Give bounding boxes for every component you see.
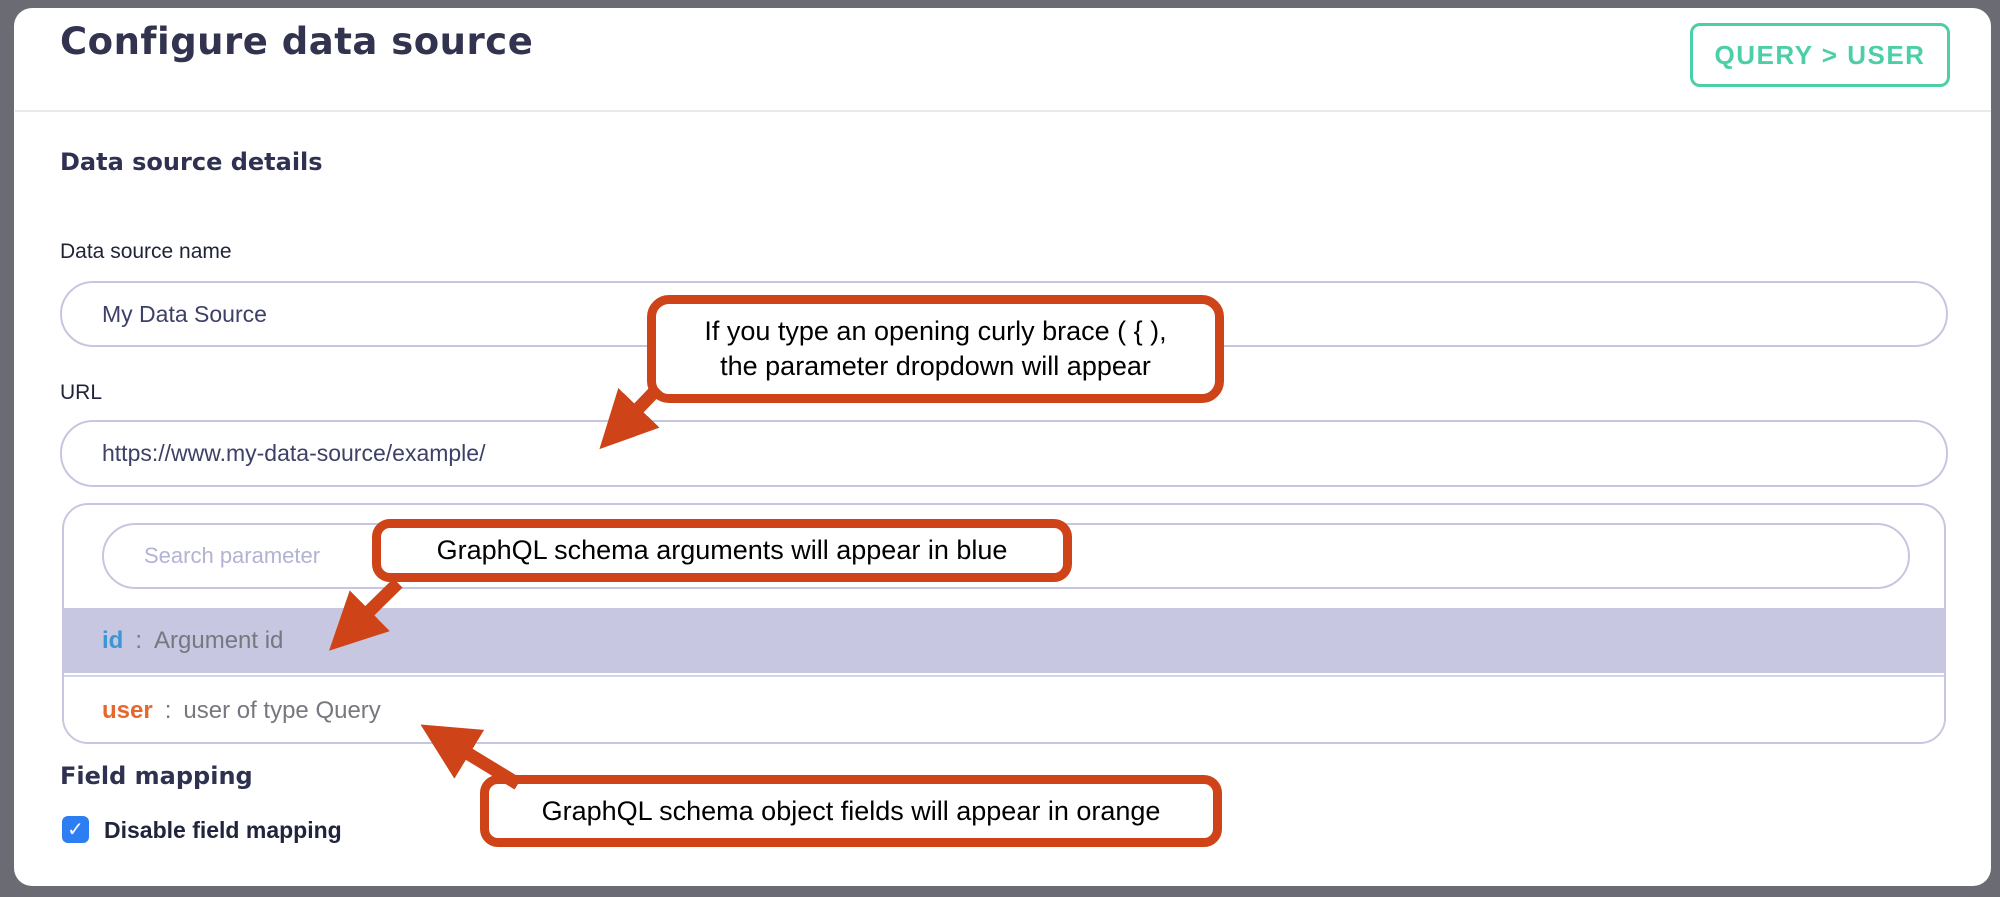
annotation-line: GraphQL schema arguments will appear in … [436, 535, 1008, 565]
header-divider [15, 110, 1991, 112]
disable-field-mapping-label: Disable field mapping [104, 817, 342, 843]
url-label: URL [60, 381, 103, 404]
annotation-line: If you type an opening curly brace ( { )… [704, 316, 1167, 346]
annotation-callout-orange-fields: GraphQL schema object fields will appear… [480, 775, 1222, 847]
parameter-dropdown: id : Argument id user : user of type Que… [62, 503, 1946, 744]
dropdown-option-user[interactable]: user : user of type Query [64, 675, 1944, 742]
dropdown-option-id[interactable]: id : Argument id [64, 608, 1944, 673]
annotation-callout-curly-brace: If you type an opening curly brace ( { )… [647, 295, 1224, 403]
query-user-badge: QUERY > USER [1690, 23, 1950, 87]
page-title: Configure data source [60, 20, 534, 63]
check-icon: ✓ [67, 819, 84, 841]
url-input[interactable] [60, 420, 1948, 487]
disable-field-mapping-checkbox[interactable]: ✓ [62, 816, 89, 843]
colon-separator: : [135, 626, 142, 654]
option-description: Argument id [154, 626, 284, 654]
argument-token: id [102, 626, 124, 654]
annotation-callout-blue-arguments: GraphQL schema arguments will appear in … [372, 519, 1072, 582]
data-source-details-heading: Data source details [60, 148, 323, 176]
option-description: user of type Query [183, 696, 381, 724]
object-field-token: user [102, 696, 153, 724]
data-source-name-label: Data source name [60, 240, 232, 263]
annotation-line: the parameter dropdown will appear [720, 351, 1151, 381]
annotation-line: GraphQL schema object fields will appear… [541, 795, 1161, 826]
field-mapping-heading: Field mapping [60, 762, 253, 790]
colon-separator: : [164, 696, 172, 724]
